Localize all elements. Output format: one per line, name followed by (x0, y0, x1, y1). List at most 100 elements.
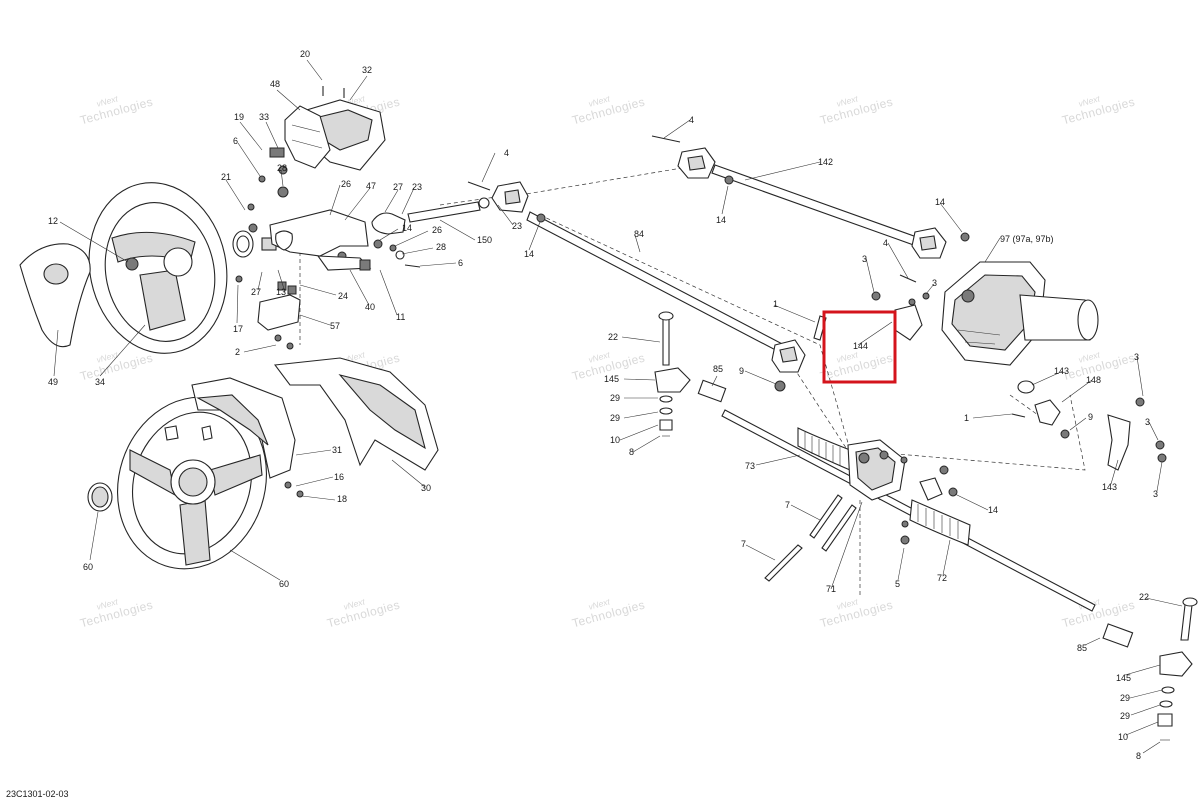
part-callout: 148 (1086, 375, 1101, 385)
part-callout: 29 (1120, 693, 1130, 703)
part-callout: 14 (988, 505, 998, 515)
part-callout: 145 (604, 374, 619, 384)
part-callout: 11 (396, 312, 405, 322)
part-callout: 14 (935, 197, 945, 207)
part-callout: 24 (338, 291, 348, 301)
part-callout: 29 (610, 393, 620, 403)
part-callout: 7 (785, 500, 790, 510)
part-callout: 34 (95, 377, 105, 387)
watermark: vNext Technologies (79, 596, 155, 630)
part-callout: 5 (895, 579, 900, 589)
part-callout: 3 (862, 254, 867, 264)
part-callout: 26 (341, 179, 351, 189)
part-callout: 14 (402, 223, 412, 233)
watermark: vNext Technologies (1061, 93, 1137, 127)
part-callout: 71 (826, 584, 836, 594)
part-callout: 49 (48, 377, 58, 387)
column-shaft (371, 197, 490, 268)
part-callout: 19 (234, 112, 244, 122)
part-callout: 150 (477, 235, 492, 245)
part-callout: 143 (1102, 482, 1117, 492)
upper-steering-wheel (88, 182, 228, 354)
part-callout: 28 (277, 163, 287, 173)
drawing-code: 23C1301-02-03 (6, 789, 69, 799)
leader-lines (53, 59, 1183, 754)
watermark: vNext Technologies (819, 93, 895, 127)
tilt-actuator (316, 255, 372, 271)
part-callout: 9 (1088, 412, 1093, 422)
highlighted-part-callout: 144 (853, 341, 868, 351)
part-callout: 1 (773, 299, 778, 309)
part-callout: 3 (1145, 417, 1150, 427)
part-callout: 85 (713, 364, 723, 374)
part-callout: 14 (716, 215, 726, 225)
part-callout: 31 (332, 445, 342, 455)
part-callout: 97 (97a, 97b) (1000, 234, 1054, 244)
eps-mount-bracket (871, 274, 930, 341)
callout-labels: 20 32 48 19 33 6 28 21 26 47 27 23 12 15… (48, 49, 1158, 761)
highlight-box (822, 310, 897, 384)
part-callout: 3 (932, 278, 937, 288)
part-callout: 57 (330, 321, 340, 331)
watermark: vNext Technologies (79, 93, 155, 127)
part-callout: 60 (83, 562, 93, 572)
part-callout: 29 (610, 413, 620, 423)
eps-lower-mounts (1011, 380, 1167, 471)
part-callout: 14 (524, 249, 534, 259)
part-callout: 142 (818, 157, 833, 167)
part-callout: 6 (233, 136, 238, 146)
part-callout: 145 (1116, 673, 1131, 683)
part-callout: 23 (512, 221, 522, 231)
lower-bracket (257, 281, 301, 350)
part-callout: 1 (964, 413, 969, 423)
lower-steering-wheel (116, 396, 268, 570)
assembly-line (539, 214, 1086, 471)
part-callout: 7 (741, 539, 746, 549)
part-callout: 48 (270, 79, 280, 89)
part-callout: 84 (634, 229, 644, 239)
wheel-cap (87, 482, 113, 512)
part-callout: 22 (608, 332, 618, 342)
part-callout: 33 (259, 112, 269, 122)
part-callout: 10 (1118, 732, 1128, 742)
shroud-fasteners (284, 481, 304, 498)
steering-shroud-outer (273, 357, 439, 471)
part-callout: 4 (883, 238, 888, 248)
part-callout: 143 (1054, 366, 1069, 376)
part-callout: 28 (436, 242, 446, 252)
steering-shroud-inner (164, 377, 296, 479)
part-callout: 85 (1077, 643, 1087, 653)
part-callout: 73 (745, 461, 755, 471)
part-callout: 23 (412, 182, 422, 192)
part-callout: 4 (504, 148, 509, 158)
part-callout: 72 (937, 573, 947, 583)
part-callout: 4 (689, 115, 694, 125)
part-callout: 29 (1120, 711, 1130, 721)
intermediate-shaft-84 (491, 181, 827, 392)
horn-cover (19, 243, 91, 348)
part-callout: 8 (1136, 751, 1141, 761)
part-callout: 30 (421, 483, 431, 493)
part-callout: 27 (251, 287, 261, 297)
watermark: vNext Technologies (326, 596, 402, 630)
steering-rack (721, 409, 1096, 612)
part-callout: 8 (629, 447, 634, 457)
tie-rod-end-left (654, 311, 727, 437)
part-callout: 3 (1134, 352, 1139, 362)
upper-column-housing (258, 86, 386, 198)
part-callout: 3 (1153, 489, 1158, 499)
part-callout: 16 (334, 472, 344, 482)
column-bracket (269, 209, 369, 261)
part-callout: 12 (48, 216, 58, 226)
part-callout: 32 (362, 65, 372, 75)
watermark: vNext Technologies (571, 596, 647, 630)
tie-rod-end-right (1102, 597, 1198, 741)
part-callout: 9 (739, 366, 744, 376)
watermark: vNext Technologies (571, 93, 647, 127)
part-callout: 47 (366, 181, 376, 191)
part-callout: 18 (337, 494, 347, 504)
part-callout: 20 (300, 49, 310, 59)
part-callout: 21 (221, 172, 231, 182)
wheel-hub-parts (232, 203, 277, 283)
